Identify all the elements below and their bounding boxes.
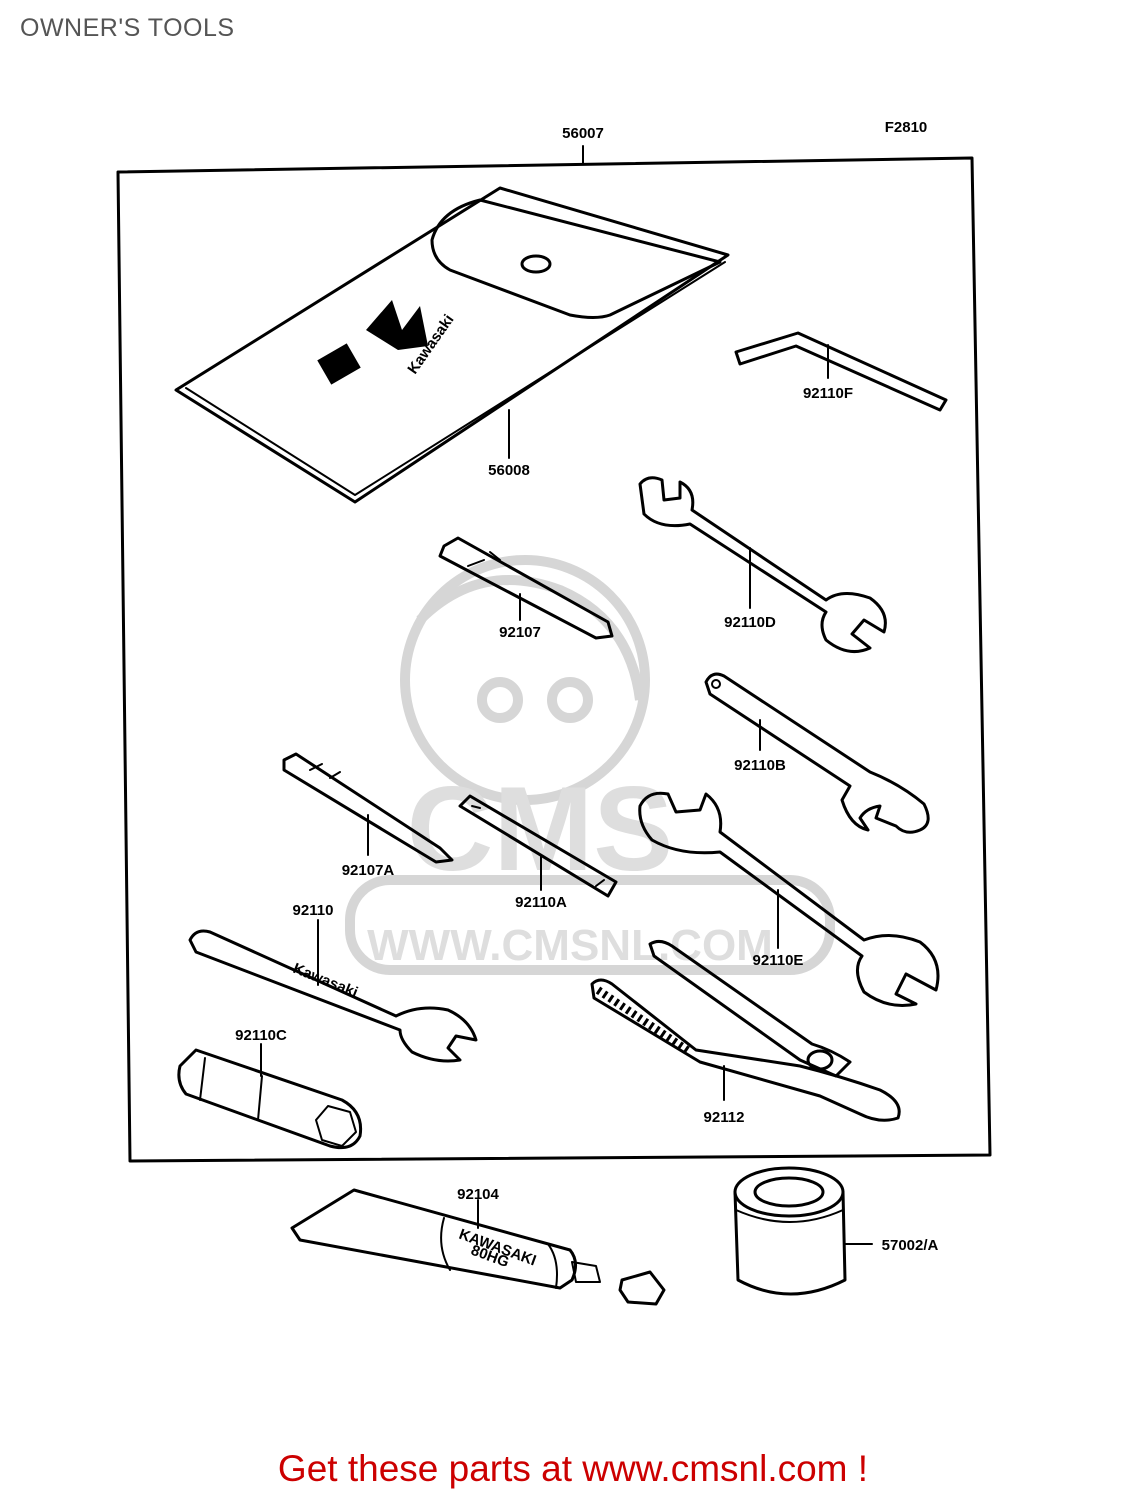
footer-promo-text[interactable]: Get these parts at www.cmsnl.com ! bbox=[277, 1448, 869, 1489]
label-92104: 92104 bbox=[457, 1186, 499, 1203]
flat-wrench-a bbox=[458, 794, 618, 898]
watermark-url: WWW.CMSNL.COM bbox=[367, 921, 773, 970]
screwdriver bbox=[438, 536, 614, 640]
plug-wrench bbox=[177, 1048, 363, 1150]
label-92110: 92110 bbox=[293, 902, 334, 919]
label-92107A: 92107A bbox=[342, 862, 395, 879]
hex-key bbox=[734, 331, 948, 412]
kit-frame bbox=[116, 145, 992, 1163]
tool-pouch: Kawasaki bbox=[174, 186, 730, 504]
pliers bbox=[590, 939, 901, 1122]
label-92110E: 92110E bbox=[753, 952, 804, 969]
label-92110C: 92110C bbox=[235, 1027, 287, 1044]
label-92110D: 92110D bbox=[724, 614, 776, 631]
screwdriver-a bbox=[282, 752, 454, 864]
hook-wrench bbox=[704, 672, 930, 834]
figure-code: F2810 bbox=[885, 119, 928, 136]
label-92107: 92107 bbox=[499, 624, 541, 641]
label-92110F: 92110F bbox=[803, 385, 853, 402]
label-92110B: 92110B bbox=[734, 757, 786, 774]
parts-diagram: CMS WWW.CMSNL.COM 56007 F2810 Kawasaki 5… bbox=[116, 119, 992, 1306]
label-57002A: 57002/A bbox=[882, 1237, 939, 1254]
open-end-wrench-d bbox=[638, 476, 887, 654]
page-title: OWNER'S TOOLS bbox=[20, 14, 235, 42]
open-end-wrench-e bbox=[638, 791, 940, 1007]
label-56007: 56007 bbox=[562, 125, 604, 142]
label-92112: 92112 bbox=[704, 1109, 745, 1126]
wrench-stamp: Kawasaki bbox=[291, 960, 361, 1001]
label-92110A: 92110A bbox=[515, 894, 567, 911]
grease-can bbox=[733, 1166, 847, 1296]
label-56008: 56008 bbox=[488, 462, 530, 479]
